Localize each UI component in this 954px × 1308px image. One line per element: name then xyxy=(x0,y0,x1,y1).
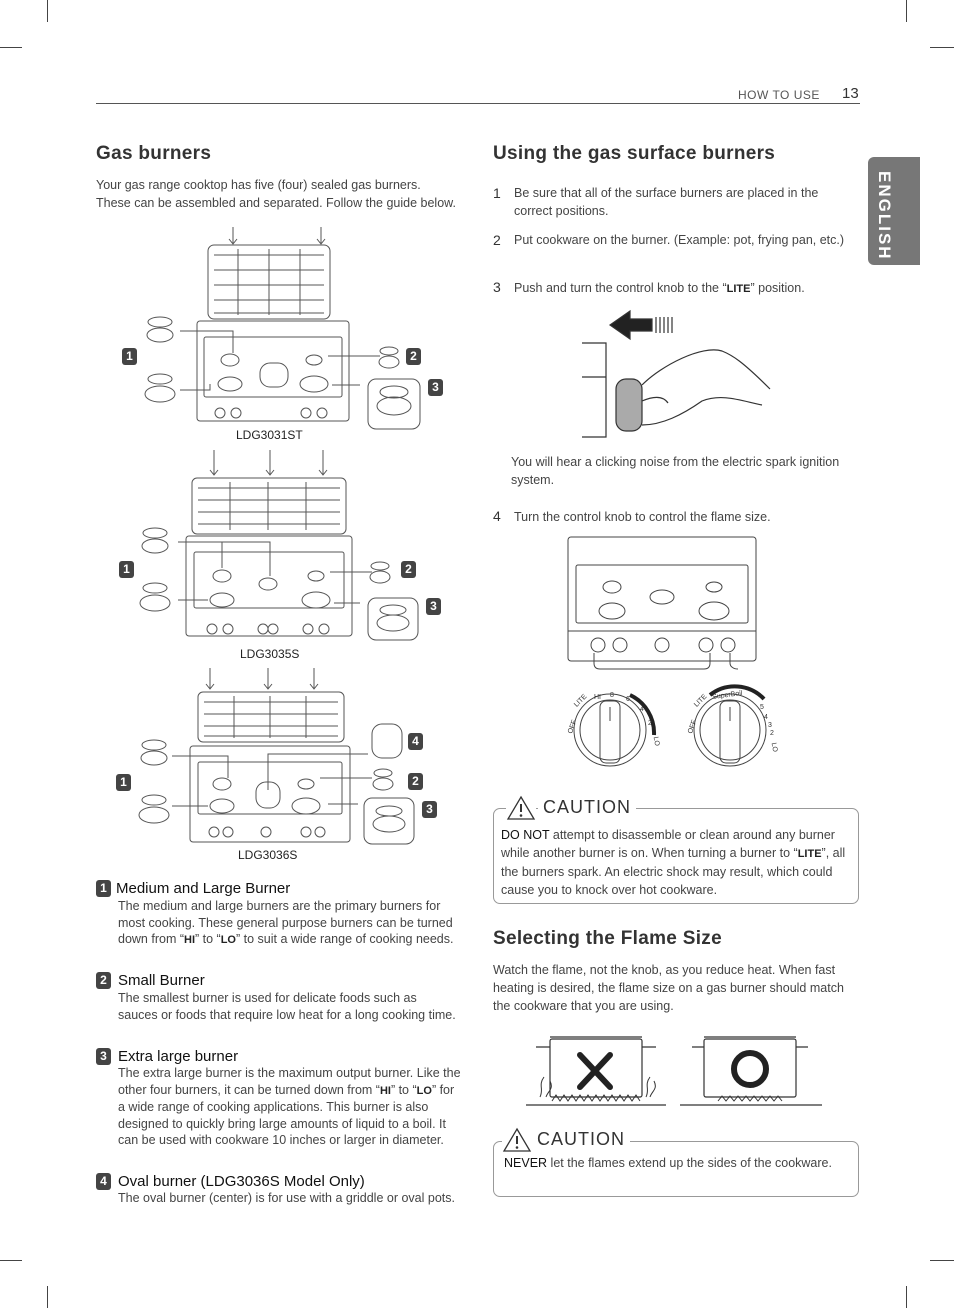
knob-right-label-5: 5 xyxy=(760,704,764,711)
cooktop-diagram-ldg3036s xyxy=(138,668,415,845)
step-2-text: Put cookware on the burner. (Example: po… xyxy=(514,233,845,247)
feature-3-text: The extra large burner is the maximum ou… xyxy=(118,1066,461,1147)
step-4-text: Turn the control knob to control the fla… xyxy=(514,510,771,524)
page-number: 13 xyxy=(842,85,859,102)
feature-3-title: Extra large burner xyxy=(118,1048,239,1065)
flame-size-title: Selecting the Flame Size xyxy=(493,928,722,949)
callout-1: 1 xyxy=(119,561,134,578)
knob-right-label-lo: LO xyxy=(770,742,779,753)
crop-mark xyxy=(47,0,48,22)
feature-1-text: The medium and large burners are the pri… xyxy=(118,899,454,946)
crop-mark xyxy=(0,47,22,48)
callout-4: 4 xyxy=(408,733,423,750)
callout-2: 2 xyxy=(408,773,423,790)
knob-left-label-lo: LO xyxy=(652,736,661,747)
caution-box-disassemble xyxy=(493,808,859,904)
warning-icon xyxy=(502,1127,532,1153)
step-3-text: Push and turn the control knob to the “L… xyxy=(514,281,805,295)
model-label-ldg3035s: LDG3035S xyxy=(240,647,300,661)
feature-1-title: Medium and Large Burner xyxy=(116,880,291,897)
feature-3-badge: 3 xyxy=(96,1048,111,1065)
step-4-number: 4 xyxy=(493,508,501,524)
callout-1: 1 xyxy=(116,774,131,791)
knob-right-label-lite: LITE xyxy=(693,693,709,709)
step-1-number: 1 xyxy=(493,185,501,201)
caution-heading: CAUTION xyxy=(538,797,636,818)
crop-mark xyxy=(0,1260,22,1261)
crop-mark xyxy=(47,1286,48,1308)
language-tab: ENGLISH xyxy=(868,157,920,265)
knob-left-label-6: 6 xyxy=(626,696,630,703)
knob-right-label-off: OFF xyxy=(687,719,698,735)
crop-mark xyxy=(930,47,954,48)
feature-4-text: The oval burner (center) is for use with… xyxy=(118,1191,455,1205)
caution-heading: CAUTION xyxy=(532,1129,630,1150)
callout-3: 3 xyxy=(426,598,441,615)
crop-mark xyxy=(906,0,907,22)
cooktop-diagram-ldg3035s xyxy=(139,450,419,641)
crop-mark xyxy=(930,1260,954,1261)
push-knob-illustration xyxy=(582,309,771,438)
knob-left-label-hi: HI xyxy=(594,694,601,701)
caution-text-disassemble: DO NOT attempt to disassemble or clean a… xyxy=(501,828,846,897)
cooktop-diagram-ldg3031st xyxy=(144,227,421,430)
knob-left-label-2: 2 xyxy=(648,720,652,727)
knob-left-label-4: 4 xyxy=(640,706,644,713)
model-label-ldg3031st: LDG3031ST xyxy=(236,428,303,442)
language-tab-label: ENGLISH xyxy=(875,171,894,261)
model-label-ldg3036s: LDG3036S xyxy=(238,848,298,862)
gas-burners-intro: Your gas range cooktop has five (four) s… xyxy=(96,178,456,210)
crop-mark xyxy=(906,1286,907,1308)
callout-3: 3 xyxy=(428,379,443,396)
flame-size-illustration xyxy=(526,1036,822,1106)
callout-3: 3 xyxy=(422,801,437,818)
feature-1-badge: 1 xyxy=(96,880,111,897)
feature-4-badge: 4 xyxy=(96,1173,111,1190)
header-rule xyxy=(96,103,860,104)
knob-right-label-2: 2 xyxy=(770,730,774,737)
knob-right-label-4: 4 xyxy=(764,714,768,721)
gas-burners-title: Gas burners xyxy=(96,143,212,164)
knob-right-label-superboil: SuperBoil xyxy=(712,690,743,701)
feature-2-title: Small Burner xyxy=(118,972,205,989)
using-burners-title: Using the gas surface burners xyxy=(493,143,776,164)
caution-box-flames xyxy=(493,1141,859,1197)
click-note: You will hear a clicking noise from the … xyxy=(511,455,840,487)
range-knob-illustration: OFF LITE HI 8 6 4 2 LO OFF LITE SuperBoi… xyxy=(567,536,779,767)
section-label: HOW TO USE xyxy=(738,88,820,102)
step-1-text: Be sure that all of the surface burners … xyxy=(514,186,819,218)
flame-size-text: Watch the flame, not the knob, as you re… xyxy=(493,963,844,1013)
step-3-number: 3 xyxy=(493,279,501,295)
knob-left-label-lite: LITE xyxy=(573,693,589,709)
step-2-number: 2 xyxy=(493,232,501,248)
feature-2-text: The smallest burner is used for delicate… xyxy=(118,991,456,1022)
callout-2: 2 xyxy=(406,348,421,365)
callout-2: 2 xyxy=(401,561,416,578)
knob-left-label-off: OFF xyxy=(567,719,578,735)
knob-right-label-3: 3 xyxy=(768,722,772,729)
warning-icon xyxy=(506,795,536,821)
feature-2-badge: 2 xyxy=(96,972,111,989)
callout-1: 1 xyxy=(122,348,137,365)
knob-left-label-8: 8 xyxy=(610,692,614,699)
caution-text-flames: NEVER let the flames extend up the sides… xyxy=(504,1156,832,1170)
feature-4-title: Oval burner (LDG3036S Model Only) xyxy=(118,1173,365,1190)
